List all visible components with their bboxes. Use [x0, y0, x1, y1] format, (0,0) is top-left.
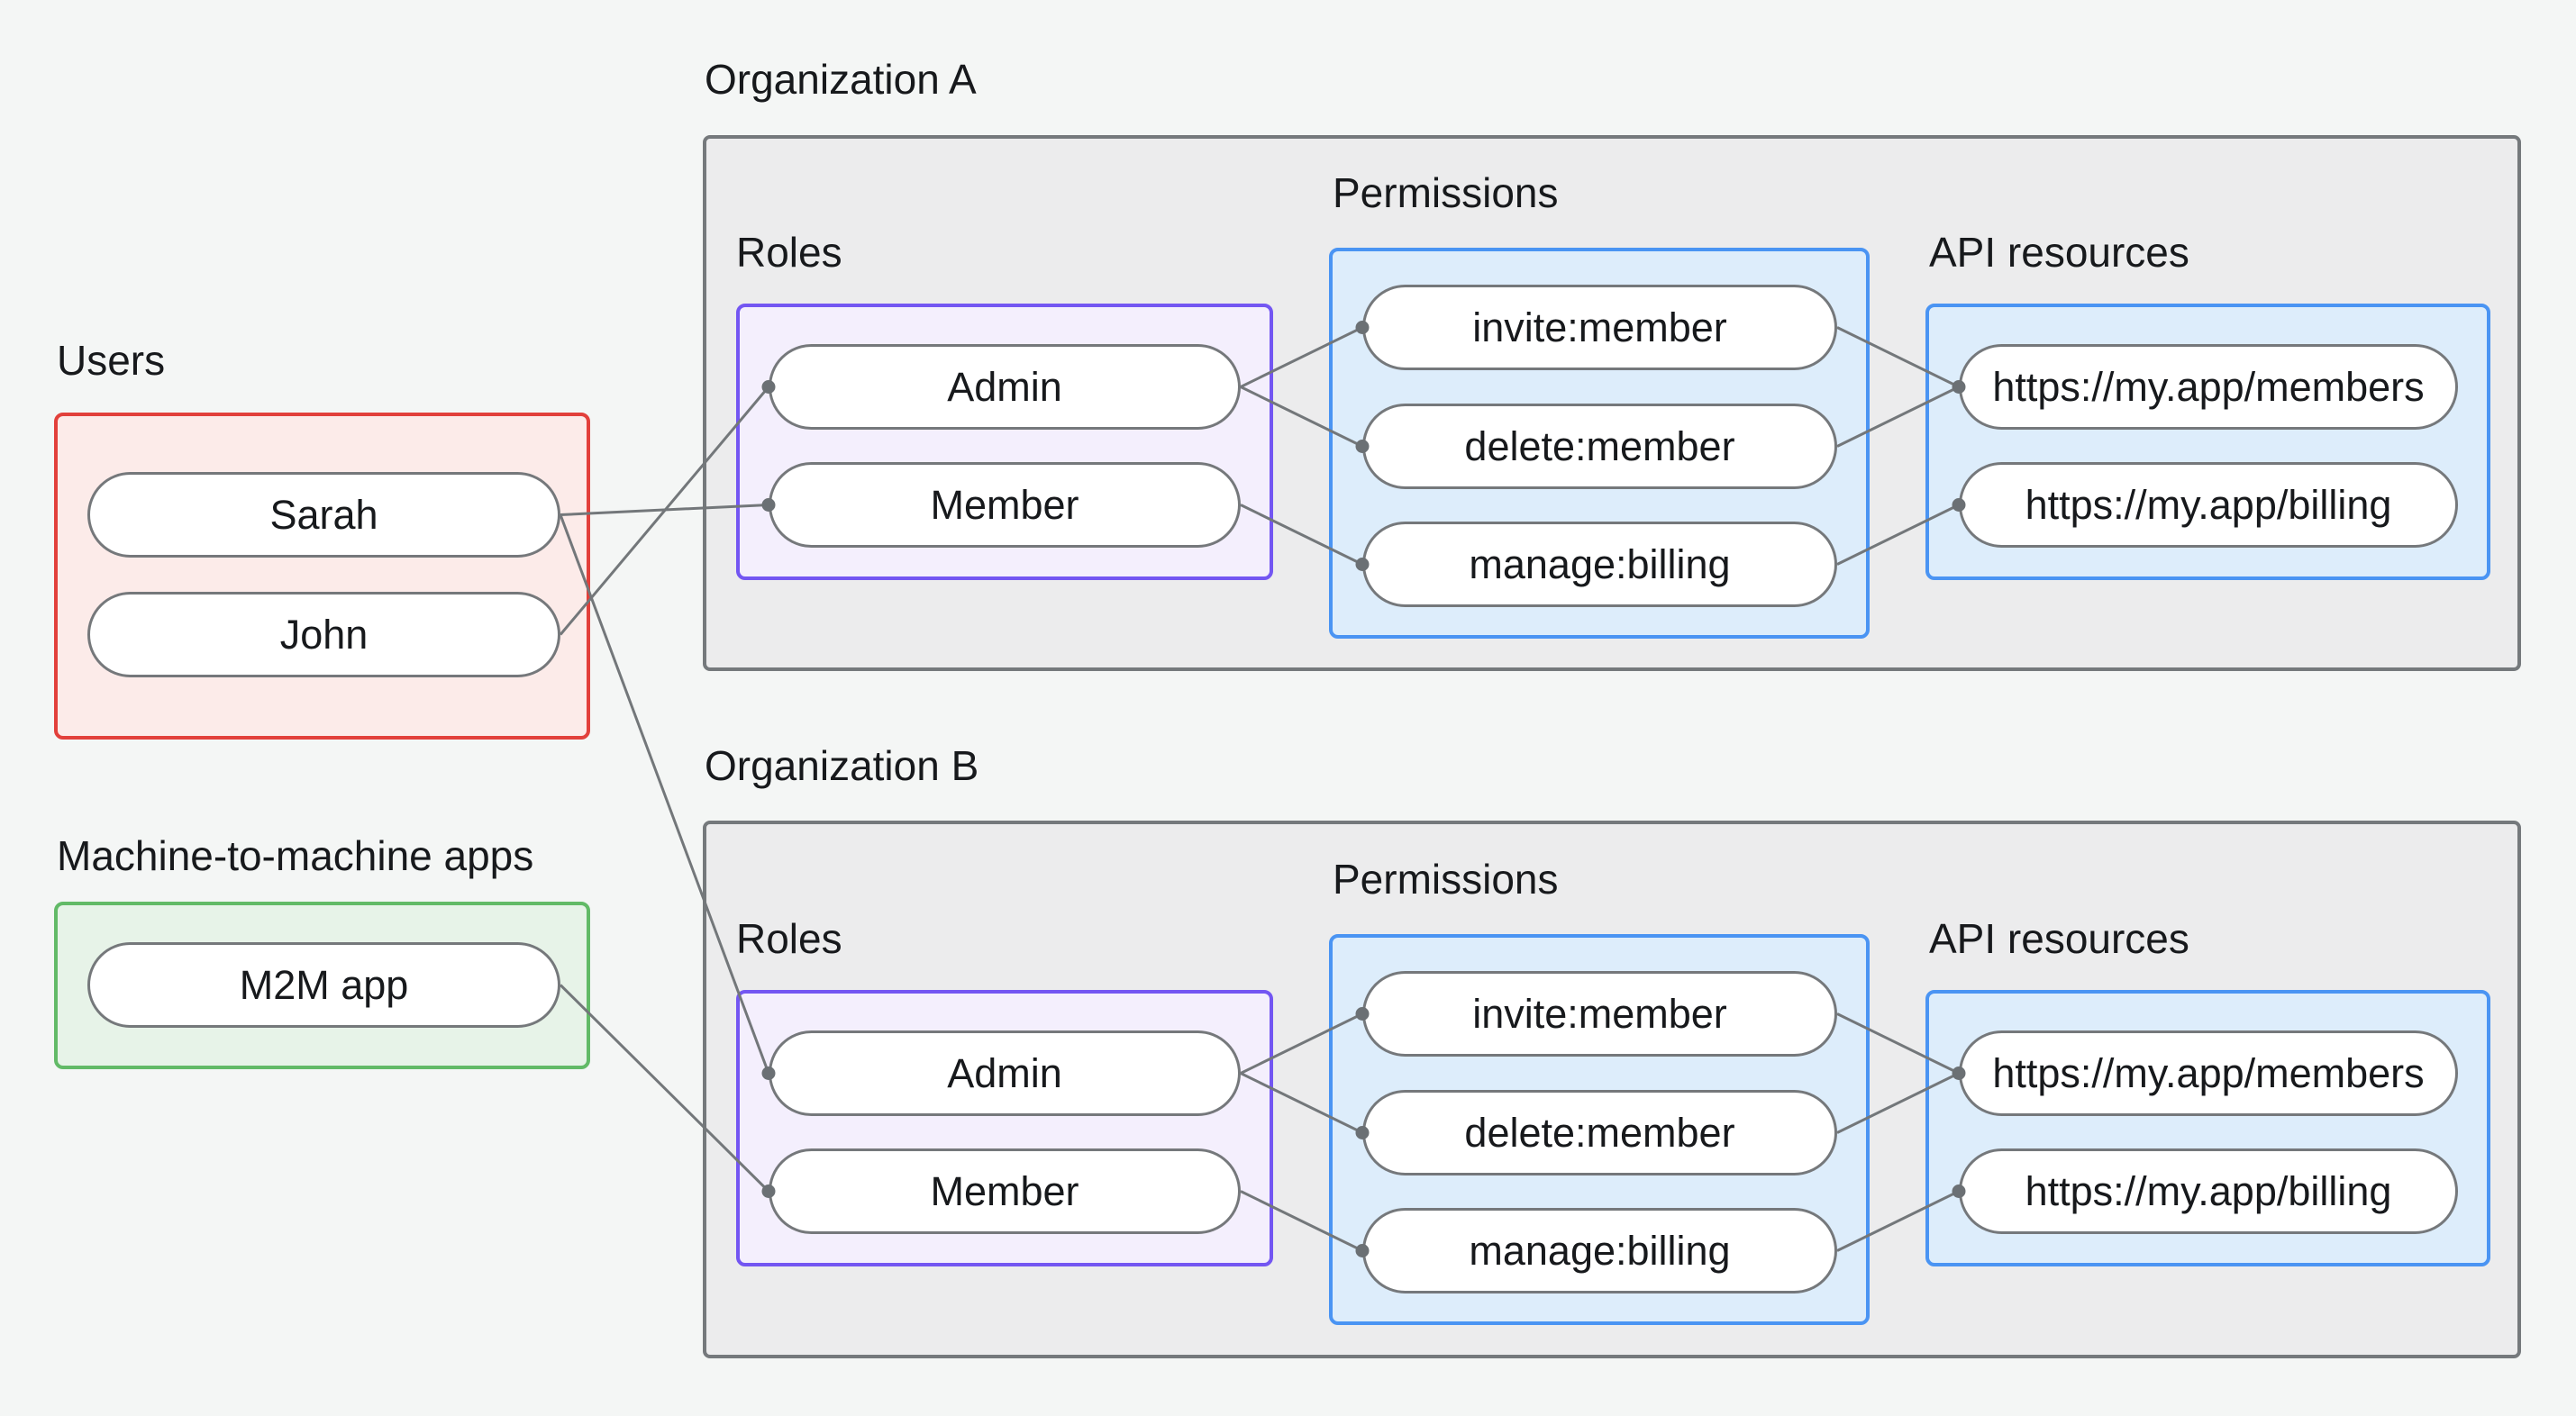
node-member-org-b: Member	[769, 1148, 1241, 1234]
api-resources-b-label: API resources	[1929, 915, 2189, 962]
node-manage-billing-org-a: manage:billing	[1362, 522, 1837, 607]
node-members-api-org-a: https://my.app/members	[1959, 344, 2458, 430]
node-invite-member-org-b: invite:member	[1362, 971, 1837, 1057]
api-resources-a-label: API resources	[1929, 229, 2189, 276]
node-manage-billing-org-b: manage:billing	[1362, 1208, 1837, 1293]
users-group	[54, 413, 590, 740]
node-m2m-app: M2M app	[87, 942, 560, 1028]
node-members-api-org-b: https://my.app/members	[1959, 1030, 2458, 1116]
permissions-a-label: Permissions	[1333, 169, 1559, 216]
m2m-label: Machine-to-machine apps	[57, 832, 534, 879]
node-delete-member-org-a: delete:member	[1362, 404, 1837, 489]
users-label: Users	[57, 337, 166, 384]
permissions-b-label: Permissions	[1333, 856, 1559, 903]
node-delete-member-org-b: delete:member	[1362, 1090, 1837, 1175]
node-billing-api-org-b: https://my.app/billing	[1959, 1148, 2458, 1234]
node-billing-api-org-a: https://my.app/billing	[1959, 462, 2458, 548]
org-b-label: Organization B	[705, 742, 979, 789]
node-john: John	[87, 592, 560, 677]
node-invite-member-org-a: invite:member	[1362, 285, 1837, 370]
node-admin-org-a: Admin	[769, 344, 1241, 430]
node-member-org-a: Member	[769, 462, 1241, 548]
node-sarah: Sarah	[87, 472, 560, 558]
roles-a-label: Roles	[736, 229, 842, 276]
node-admin-org-b: Admin	[769, 1030, 1241, 1116]
org-a-label: Organization A	[705, 56, 977, 103]
roles-b-label: Roles	[736, 915, 842, 962]
